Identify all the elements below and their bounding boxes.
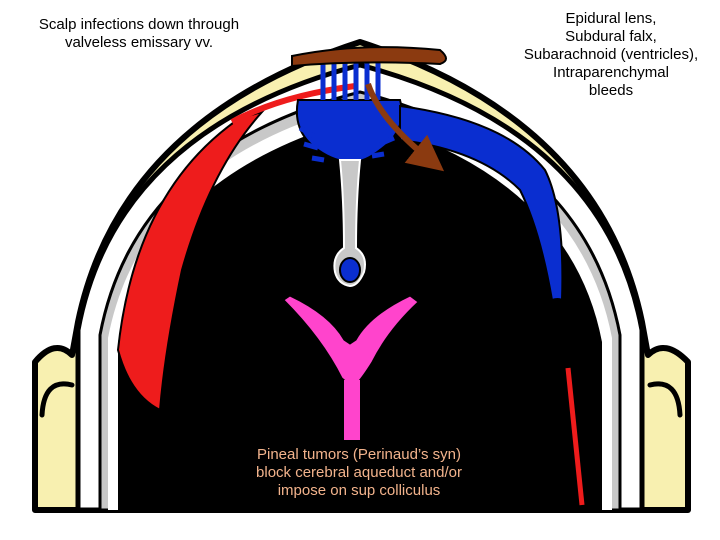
annotation-line: Subarachnoid (ventricles), [523,46,699,63]
brain-region [118,118,602,510]
annotation-line: Epidural lens, [565,10,657,27]
annotation-line: impose on sup colliculus [277,482,441,499]
meningeal-artery-line [230,83,356,125]
bleeds-annotation: Epidural lens, Subdural falx, Subarachno… [506,10,716,100]
epidural-hematoma [116,110,266,412]
pineal-tumor-annotation: Pineal tumors (Perinaud’s syn) block cer… [228,446,490,500]
annotation-line: valveless emissary vv. [64,34,214,51]
annotation-line: Subdural falx, [565,28,657,45]
left-ear-fold [39,381,75,418]
cerebral-aqueduct [344,380,360,446]
lateral-ventricles [283,295,419,385]
falx-cerebri [333,159,366,288]
right-subdural-line [565,367,585,506]
annotation-line: Intraparenchymal [553,64,669,81]
spread-arrow [365,83,445,172]
right-ear-fold [647,381,683,418]
annotation-line: Pineal tumors (Perinaud’s syn) [257,446,461,463]
scalp-infection-annotation: Scalp infections down through valveless … [8,16,270,52]
annotation-line: Scalp infections down through [38,16,240,33]
emissary-bone-bar [291,46,447,68]
annotation-line: block cerebral aqueduct and/or [256,464,462,481]
falx-blue-bleed [339,257,361,283]
subdural-hematoma [399,104,564,302]
pineal-label-box [230,440,488,506]
annotation-line: bleeds [588,82,634,99]
emissary-veins [320,60,381,100]
